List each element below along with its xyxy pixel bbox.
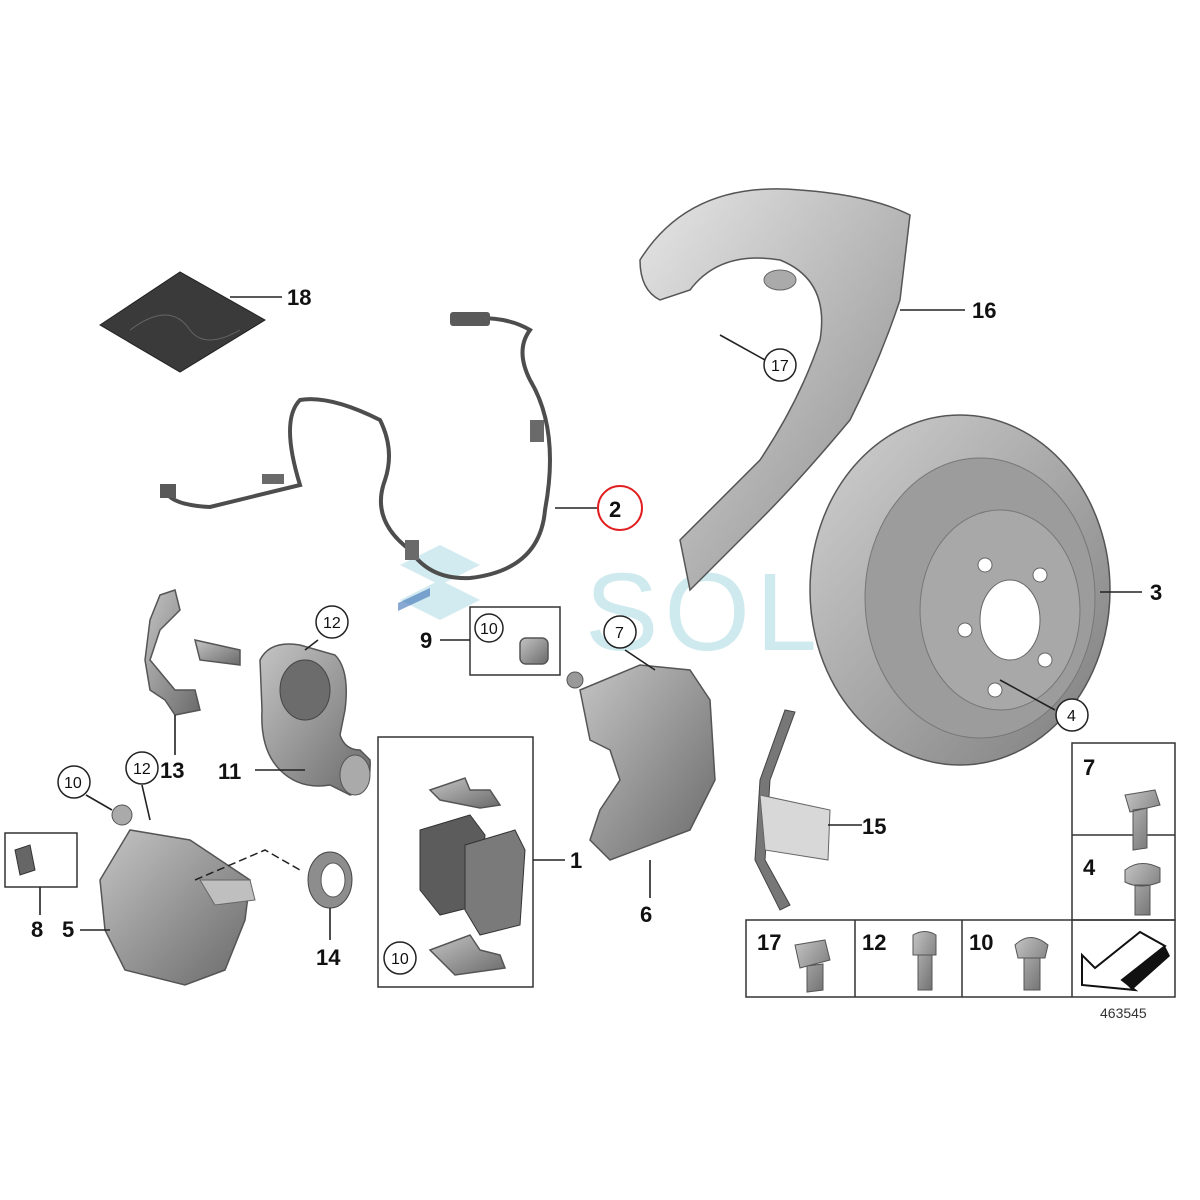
label-14: 14 bbox=[316, 945, 341, 970]
label-4-callout: 4 bbox=[1067, 708, 1076, 725]
bolt-17-icon bbox=[794, 939, 831, 993]
label-11: 11 bbox=[218, 759, 241, 784]
label-17-callout: 17 bbox=[771, 358, 789, 375]
table-label-17: 17 bbox=[757, 930, 781, 955]
table-label-12: 12 bbox=[862, 930, 886, 955]
label-13: 13 bbox=[160, 758, 184, 783]
label-7-callout: 7 bbox=[615, 625, 624, 642]
label-10-callout-c: 10 bbox=[64, 775, 82, 792]
part-3-brake-disc: 3 4 bbox=[809, 414, 1162, 766]
part-15-clip: 15 bbox=[754, 709, 886, 911]
bolt-10-icon bbox=[1014, 937, 1049, 991]
hardware-table: 7 4 17 12 10 bbox=[745, 742, 1176, 998]
part-2-wear-sensor: 2 bbox=[160, 312, 643, 581]
diagram-id: 463545 bbox=[1100, 1005, 1147, 1021]
label-3: 3 bbox=[1150, 580, 1162, 605]
part-14-seal: 14 bbox=[307, 851, 353, 970]
label-1: 1 bbox=[570, 848, 582, 873]
part-9-bushing-kit: 9 10 bbox=[420, 606, 561, 676]
label-10-callout-a: 10 bbox=[480, 621, 498, 638]
bolt-7-icon bbox=[1124, 789, 1161, 851]
label-6: 6 bbox=[640, 902, 652, 927]
part-11-actuator: 12 11 bbox=[218, 605, 371, 796]
label-9: 9 bbox=[420, 628, 432, 653]
part-1-brake-pad-kit: 1 10 bbox=[377, 736, 582, 988]
part-6-carrier: 7 6 bbox=[566, 615, 716, 927]
label-16: 16 bbox=[972, 298, 996, 323]
part-16-dust-shield: 16 17 bbox=[639, 188, 996, 592]
label-8: 8 bbox=[31, 917, 43, 942]
table-label-4: 4 bbox=[1083, 855, 1096, 880]
highlight-circle bbox=[597, 485, 643, 531]
part-18-mat: 18 bbox=[99, 271, 311, 373]
label-18: 18 bbox=[287, 285, 311, 310]
table-label-10: 10 bbox=[969, 930, 993, 955]
watermark-logo-accent-icon bbox=[398, 588, 430, 611]
label-12-callout-b: 12 bbox=[133, 761, 151, 778]
label-10-callout-b: 10 bbox=[391, 951, 409, 968]
label-12-callout-a: 12 bbox=[323, 615, 341, 632]
bolt-4-icon bbox=[1124, 863, 1161, 916]
table-label-7: 7 bbox=[1083, 755, 1095, 780]
part-5-caliper: 8 5 10 12 bbox=[4, 751, 301, 986]
label-5: 5 bbox=[62, 917, 74, 942]
label-2: 2 bbox=[609, 497, 621, 522]
bolt-12-icon bbox=[912, 931, 937, 991]
part-13-bracket: 13 bbox=[144, 589, 241, 783]
watermark: SOL bbox=[398, 545, 817, 674]
label-15: 15 bbox=[862, 814, 886, 839]
